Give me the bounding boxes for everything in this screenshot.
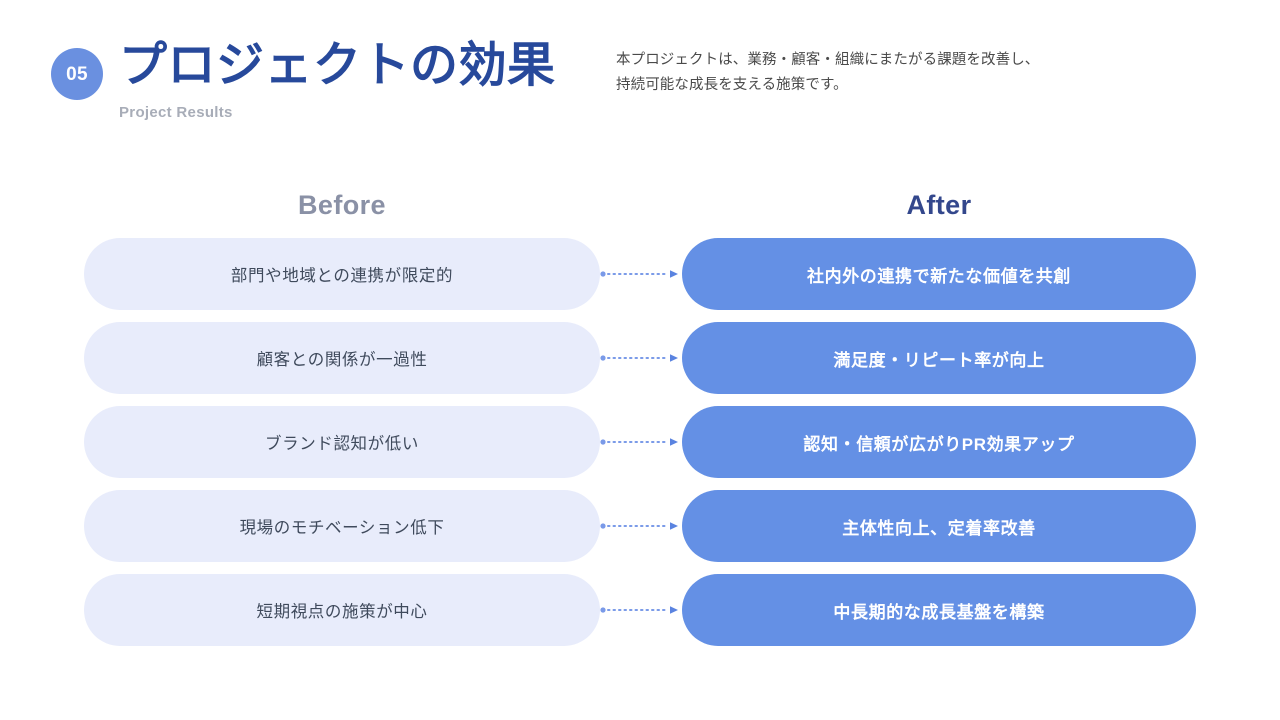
after-pill[interactable]: 社内外の連携で新たな価値を共創 bbox=[682, 238, 1196, 310]
comparison-row: 部門や地域との連携が限定的 社内外の連携で新たな価値を共創 bbox=[0, 238, 1280, 310]
page-subtitle: Project Results bbox=[119, 103, 233, 121]
after-pill[interactable]: 満足度・リピート率が向上 bbox=[682, 322, 1196, 394]
before-pill[interactable]: ブランド認知が低い bbox=[84, 406, 600, 478]
column-heading-before: Before bbox=[298, 190, 386, 220]
header-description: 本プロジェクトは、業務・顧客・組織にまたがる課題を改善し、 持続可能な成長を支え… bbox=[616, 48, 1136, 99]
slide-header: 05 プロジェクトの効果 Project Results 本プロジェクトは、業務… bbox=[0, 0, 1280, 150]
comparison-row: 顧客との関係が一過性 満足度・リピート率が向上 bbox=[0, 322, 1280, 394]
section-number-badge: 05 bbox=[51, 48, 103, 100]
arrow-right-icon bbox=[600, 437, 682, 447]
column-heading-after: After bbox=[906, 190, 972, 220]
after-pill[interactable]: 中長期的な成長基盤を構築 bbox=[682, 574, 1196, 646]
comparison-row: 短期視点の施策が中心 中長期的な成長基盤を構築 bbox=[0, 574, 1280, 646]
before-pill[interactable]: 短期視点の施策が中心 bbox=[84, 574, 600, 646]
arrow-right-icon bbox=[600, 353, 682, 363]
after-pill[interactable]: 主体性向上、定着率改善 bbox=[682, 490, 1196, 562]
before-pill[interactable]: 現場のモチベーション低下 bbox=[84, 490, 600, 562]
arrow-right-icon bbox=[600, 521, 682, 531]
comparison-rows: 部門や地域との連携が限定的 社内外の連携で新たな価値を共創 顧客との関係が一過性 bbox=[0, 238, 1280, 658]
arrow-right-icon bbox=[600, 269, 682, 279]
title-block: プロジェクトの効果 Project Results bbox=[119, 38, 556, 121]
comparison-row: 現場のモチベーション低下 主体性向上、定着率改善 bbox=[0, 490, 1280, 562]
header-description-line-1: 本プロジェクトは、業務・顧客・組織にまたがる課題を改善し、 bbox=[616, 52, 1040, 68]
after-pill[interactable]: 認知・信頼が広がりPR効果アップ bbox=[682, 406, 1196, 478]
page-title: プロジェクトの効果 bbox=[119, 39, 556, 92]
before-pill[interactable]: 部門や地域との連携が限定的 bbox=[84, 238, 600, 310]
arrow-right-icon bbox=[600, 605, 682, 615]
header-description-line-2: 持続可能な成長を支える施策です。 bbox=[616, 77, 848, 94]
section-number-label: 05 bbox=[66, 63, 88, 85]
comparison-row: ブランド認知が低い 認知・信頼が広がりPR効果アップ bbox=[0, 406, 1280, 478]
before-pill[interactable]: 顧客との関係が一過性 bbox=[84, 322, 600, 394]
